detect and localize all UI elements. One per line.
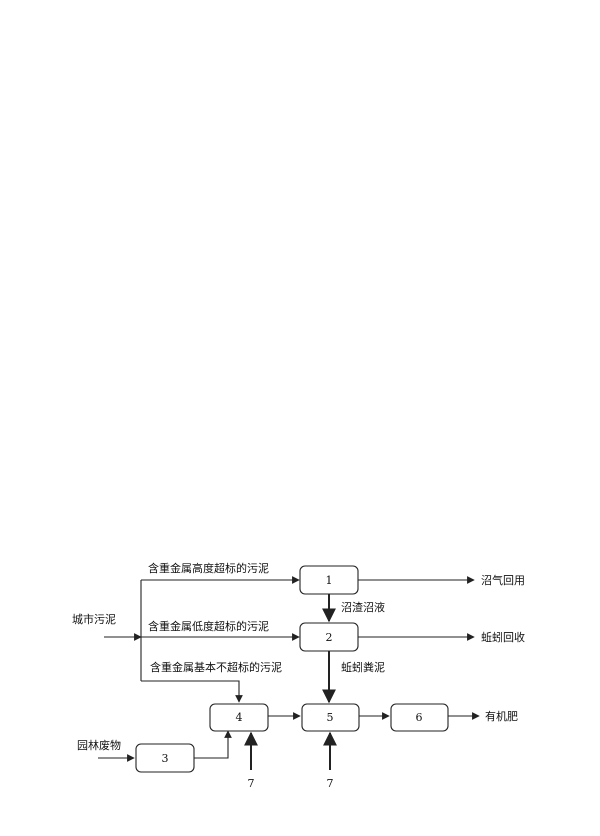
flow-digestate-label: 沼渣沼液 [341, 600, 385, 614]
node-6-box [390, 703, 449, 732]
flow-worm-manure-label: 蚯蚓粪泥 [341, 660, 385, 674]
branch-basic-label: 含重金属基本不超标的污泥 [150, 660, 282, 674]
additive-4-label: 7 [248, 777, 255, 790]
output-biogas-label: 沼气回用 [481, 573, 525, 587]
node-5-box [301, 703, 360, 732]
node-1-box [299, 565, 359, 595]
input-city-sludge-label: 城市污泥 [72, 612, 116, 626]
node-1-label: 1 [326, 574, 333, 587]
node-5-label: 5 [327, 711, 334, 724]
arrow-node-3-to-4 [194, 730, 232, 759]
additive-5-label: 7 [327, 777, 334, 790]
node-4-label: 4 [236, 711, 243, 724]
output-earthworm-label: 蚯蚓回收 [481, 630, 525, 644]
node-4-box [209, 703, 269, 732]
arrow-to-node-4 [141, 680, 243, 703]
node-3-label: 3 [162, 752, 169, 765]
branch-high-label: 含重金属高度超标的污泥 [148, 561, 269, 575]
output-fertilizer-label: 有机肥 [485, 709, 518, 723]
input-garden-waste-label: 园林废物 [77, 738, 121, 752]
branch-low-label: 含重金属低度超标的污泥 [148, 619, 269, 633]
node-6-label: 6 [416, 711, 423, 724]
node-2-box [299, 622, 359, 652]
node-2-label: 2 [326, 631, 333, 644]
node-3-box [135, 743, 195, 773]
